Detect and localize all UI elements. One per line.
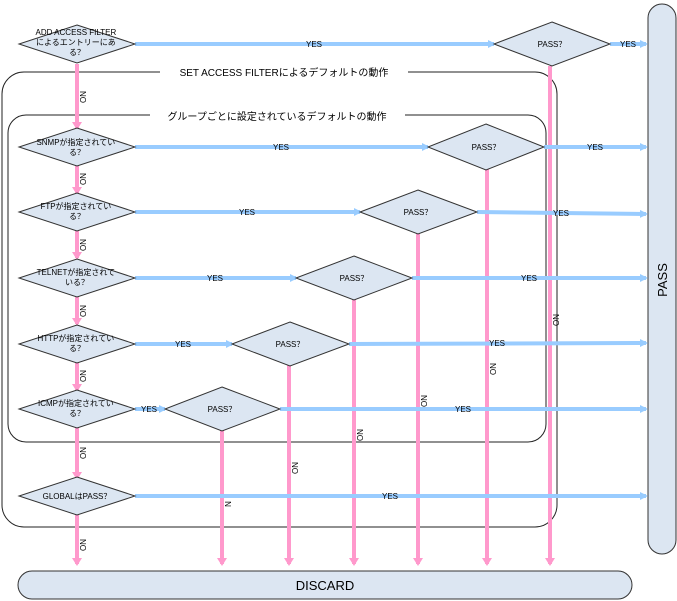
pass-diamond-ftp (358, 189, 479, 235)
decision-global (17, 476, 137, 516)
discard-terminal-label: DISCARD (296, 578, 355, 593)
decision-ftp (17, 192, 137, 232)
decision-add-label: ADD ACCESS FILTER によるエントリーにあ る？ (36, 28, 119, 57)
no-label: NO (355, 429, 364, 441)
decision-icmp (17, 389, 137, 429)
pass-label-snmp: PASS？ (472, 143, 501, 152)
decision-ftp-label: FTPが指定されてい る？ (40, 201, 113, 221)
pass-diamond-add (492, 21, 612, 67)
yes-arrows (135, 40, 648, 500)
decision-snmp-label: SNMPが指定されてい る？ (36, 137, 117, 157)
decision-http-label: HTTPが指定されてい る？ (38, 333, 117, 353)
decision-http (17, 324, 137, 364)
pass-label-icmp: PASS？ (208, 405, 237, 414)
decision-snmp (17, 127, 137, 167)
yes-label: YES (521, 274, 537, 283)
no-label: N (223, 501, 232, 507)
yes-label: YES (273, 143, 289, 152)
yes-label: YES (239, 208, 255, 217)
yes-label: YES (620, 40, 636, 49)
pass-terminal (647, 3, 677, 555)
yes-label: YES (306, 40, 322, 49)
decision-global-label: GLOBALはPASS？ (43, 492, 112, 501)
no-label: NO (78, 539, 87, 551)
yes-label: YES (141, 405, 157, 414)
no-label: NO (78, 305, 87, 317)
no-label: NO (419, 395, 428, 407)
no-label: NO (551, 314, 560, 326)
no-label: NO (78, 447, 87, 459)
yes-label: YES (587, 143, 603, 152)
no-label: NO (78, 370, 87, 382)
pass-diamond-telnet (294, 255, 414, 301)
no-label: NO (78, 239, 87, 251)
pass-label-http: PASS？ (276, 340, 305, 349)
discard-terminal (17, 570, 633, 600)
yes-label: YES (175, 340, 191, 349)
yes-label: YES (553, 209, 569, 218)
group-per-group-label: グループごとに設定されているデフォルトの動作 (167, 110, 386, 123)
yes-label: YES (489, 339, 505, 348)
pass-label-telnet: PASS？ (340, 274, 369, 283)
pass-diamond-snmp (426, 123, 546, 171)
yes-label: YES (207, 274, 223, 283)
pass-label-add: PASS？ (538, 40, 567, 49)
yes-label: YES (382, 492, 398, 501)
no-label: NO (488, 363, 497, 375)
decision-telnet (17, 258, 137, 298)
pass-diamond-http (230, 321, 351, 367)
decision-icmp-label: ICMPが指定されてい る？ (38, 398, 116, 418)
pass-diamond-icmp (163, 386, 282, 432)
yes-label: YES (455, 405, 471, 414)
pass-terminal-label: PASS (655, 263, 670, 297)
no-label: NO (290, 462, 299, 474)
decision-add-access-filter (17, 24, 137, 64)
group-set-access-filter-label: SET ACCESS FILTERによるデフォルトの動作 (180, 66, 389, 79)
no-label: NO (78, 173, 87, 185)
decision-telnet-label: TELNETが指定されて いる？ (37, 267, 118, 287)
no-label: NO (78, 91, 87, 103)
pass-label-ftp: PASS？ (404, 208, 433, 217)
